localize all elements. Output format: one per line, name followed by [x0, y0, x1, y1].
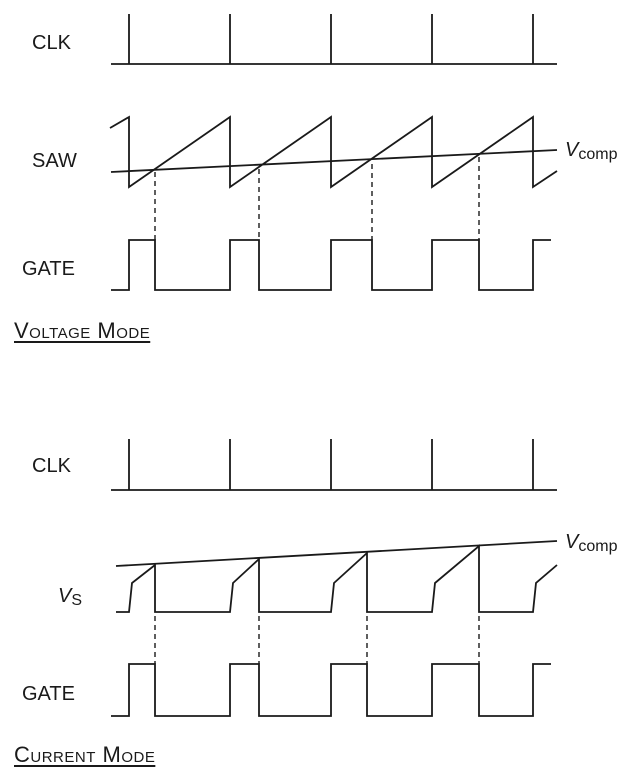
current-clk-label: CLK	[32, 455, 72, 477]
voltage-mode-section: CLK SAW Vcomp GATE	[22, 14, 618, 291]
voltage-saw-label: SAW	[32, 150, 77, 172]
voltage-vcomp-line	[110, 149, 558, 173]
vs-label: VS	[58, 585, 82, 609]
voltage-gate-label: GATE	[22, 258, 75, 280]
voltage-vcomp-subscript: comp	[578, 146, 617, 163]
voltage-mode-title: Voltage Mode	[14, 318, 151, 343]
vs-subscript: S	[71, 592, 82, 609]
current-mode-title: Current Mode	[14, 742, 156, 767]
current-vcomp-symbol: V	[565, 531, 580, 553]
voltage-vcomp-symbol: V	[565, 139, 580, 161]
voltage-clk-label: CLK	[32, 32, 72, 54]
vs-waveform	[116, 544, 558, 613]
current-gate-waveform	[111, 663, 551, 717]
current-clk-waveform	[111, 439, 557, 491]
current-gate-label: GATE	[22, 683, 75, 705]
voltage-gate-waveform	[111, 239, 551, 291]
vs-symbol: V	[58, 585, 73, 607]
current-vcomp-label: Vcomp	[565, 531, 618, 555]
voltage-clk-waveform	[111, 14, 557, 65]
current-vcomp-line	[115, 540, 558, 567]
voltage-vcomp-label: Vcomp	[565, 139, 618, 163]
current-mode-section: CLK VS Vcomp GATE	[22, 439, 618, 717]
current-vcomp-subscript: comp	[578, 538, 617, 555]
saw-waveform	[109, 115, 558, 189]
